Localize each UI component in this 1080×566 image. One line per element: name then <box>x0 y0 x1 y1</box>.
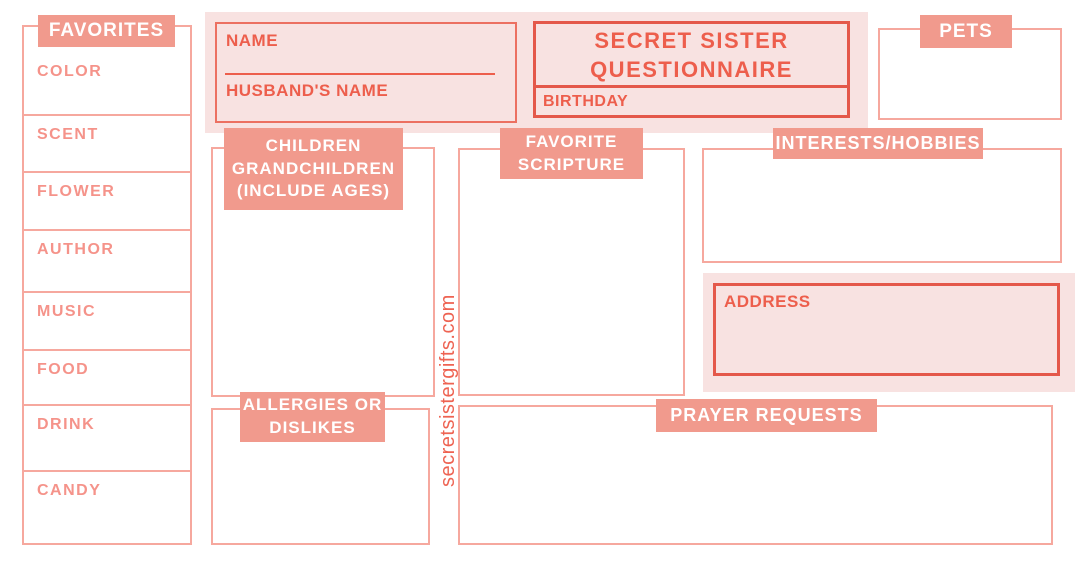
favorites-row-color: COLOR <box>24 27 190 117</box>
favorites-label-scent: SCENT <box>37 126 99 144</box>
allergies-label-line-2: DISLIKES <box>269 418 356 437</box>
favorites-row-scent: SCENT <box>24 116 190 174</box>
name-label: NAME <box>226 31 279 50</box>
scripture-label-line-2: SCRIPTURE <box>517 154 626 174</box>
site-watermark: secretsistergifts.com <box>437 294 459 487</box>
favorites-header-label: FAVORITES <box>38 15 175 47</box>
scripture-label: FAVORITE SCRIPTURE <box>500 128 643 179</box>
interests-box <box>702 148 1062 263</box>
questionnaire-title: SECRET SISTER QUESTIONNAIRE <box>536 24 847 85</box>
children-label: CHILDREN GRANDCHILDREN (INCLUDE AGES) <box>224 128 403 210</box>
header-panel <box>205 12 868 133</box>
address-label: ADDRESS <box>724 292 811 311</box>
prayer-label-text: PRAYER REQUESTS <box>670 405 863 426</box>
address-panel <box>703 273 1075 392</box>
children-label-line-1: CHILDREN <box>265 135 362 155</box>
favorites-list: COLOR SCENT FLOWER AUTHOR MUSIC FOOD DRI… <box>22 25 192 545</box>
pets-label: PETS <box>920 15 1012 48</box>
favorites-label-music: MUSIC <box>37 303 97 321</box>
scripture-label-line-1: FAVORITE <box>525 131 618 151</box>
interests-label-text: INTERESTS/HOBBIES <box>775 133 981 154</box>
favorites-label-flower: FLOWER <box>37 183 116 201</box>
favorites-label-drink: DRINK <box>37 416 96 434</box>
favorites-label-author: AUTHOR <box>37 240 115 258</box>
name-box: NAME HUSBAND'S NAME <box>215 22 517 123</box>
favorites-header-text: FAVORITES <box>48 20 165 42</box>
favorites-row-food: FOOD <box>24 351 190 407</box>
scripture-box <box>458 148 685 396</box>
pets-label-text: PETS <box>939 20 993 42</box>
favorites-row-candy: CANDY <box>24 472 190 543</box>
title-line-2: QUESTIONNAIRE <box>590 56 793 82</box>
birthday-label: BIRTHDAY <box>543 92 629 110</box>
title-line-1: SECRET SISTER <box>594 27 789 53</box>
favorites-row-flower: FLOWER <box>24 173 190 231</box>
favorites-row-drink: DRINK <box>24 406 190 472</box>
allergies-label: ALLERGIES OR DISLIKES <box>240 392 385 442</box>
interests-label: INTERESTS/HOBBIES <box>773 128 983 159</box>
favorites-row-music: MUSIC <box>24 293 190 351</box>
favorites-label-color: COLOR <box>37 63 103 80</box>
birthday-row: BIRTHDAY <box>536 85 847 115</box>
prayer-box <box>458 405 1053 545</box>
children-label-line-2: GRANDCHILDREN <box>231 158 396 178</box>
favorites-label-candy: CANDY <box>37 481 102 499</box>
favorites-label-food: FOOD <box>37 360 90 378</box>
name-fill-line <box>225 73 495 75</box>
children-label-line-3: (INCLUDE AGES) <box>236 181 391 201</box>
title-box: SECRET SISTER QUESTIONNAIRE BIRTHDAY <box>533 21 850 118</box>
allergies-label-line-1: ALLERGIES OR <box>242 395 383 415</box>
address-box: ADDRESS <box>713 283 1060 376</box>
prayer-label: PRAYER REQUESTS <box>656 399 877 432</box>
favorites-row-author: AUTHOR <box>24 231 190 294</box>
husband-name-label: HUSBAND'S NAME <box>226 81 389 100</box>
